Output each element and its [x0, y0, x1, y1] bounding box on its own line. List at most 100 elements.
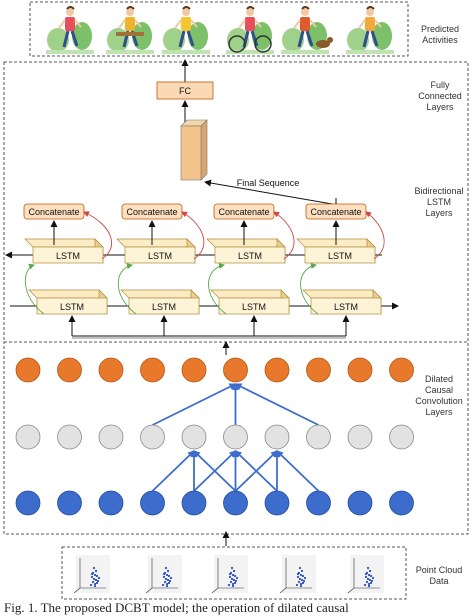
- output-node: [223, 357, 248, 383]
- lstm-label: LSTM: [56, 251, 80, 261]
- input-node: [389, 490, 414, 516]
- point-cloud-frame: [73, 555, 110, 594]
- hidden-node: [389, 424, 414, 450]
- input-node: [140, 490, 165, 516]
- input-node: [347, 490, 373, 516]
- hidden-node: [98, 424, 124, 450]
- input-node: [223, 490, 248, 516]
- input-node: [264, 490, 290, 516]
- figure-caption: Fig. 1. The proposed DCBT model; the ope…: [4, 600, 349, 615]
- hidden-node: [140, 424, 165, 450]
- conv-edge-layer2: [234, 383, 319, 426]
- feature-vector-block: [180, 119, 208, 181]
- lstm-label: LSTM: [60, 302, 84, 312]
- activities-box: [29, 1, 409, 57]
- lstm-forward-cell: LSTM: [302, 289, 382, 315]
- output-node: [347, 357, 373, 383]
- bidirectional-line-1: Bidirectional: [414, 186, 464, 196]
- activity-walking-dog-icon: [281, 6, 333, 54]
- concatenate-label: Concatenate: [310, 207, 361, 217]
- input-node: [15, 490, 41, 516]
- predicted-activities-line-2: Activities: [422, 35, 458, 45]
- point-cloud-frame: [347, 555, 384, 594]
- point-cloud-frame: [279, 555, 316, 594]
- output-node: [264, 357, 290, 383]
- hidden-node: [264, 424, 290, 450]
- point-cloud-thumbnails: [73, 555, 384, 594]
- conv-edge-layer2: [152, 383, 237, 426]
- hidden-node: [306, 424, 331, 450]
- concatenate-block: Concatenate: [305, 203, 367, 220]
- activity-jogging-icon: [346, 6, 394, 54]
- bidirectional-line-2: LSTM: [426, 197, 451, 207]
- input-node: [57, 490, 82, 516]
- activity-standing-phone-icon: [162, 6, 210, 54]
- forward-to-concat-arrow: [24, 263, 45, 315]
- backward-to-concat-arrow: [365, 211, 385, 260]
- dilated-conv-nodes: [15, 357, 414, 516]
- predicted-activities-label: Predicted Activities: [408, 24, 472, 46]
- output-node: [181, 357, 207, 383]
- input-node: [181, 490, 207, 516]
- lstm-forward-cell: LSTM: [28, 289, 108, 315]
- lstm-label: LSTM: [334, 302, 358, 312]
- point-cloud-line-1: Point Cloud: [415, 565, 463, 575]
- concatenate-label: Concatenate: [28, 207, 79, 217]
- fc-block: [156, 81, 214, 100]
- dilated-line-4: Layers: [425, 407, 453, 417]
- bilstm-section: LSTM LSTM LSTM LSTM LSTM LSTM LSTM LSTM Concaten…: [5, 198, 399, 339]
- backward-to-concat-arrow: [273, 211, 295, 260]
- lstm-forward-cell: LSTM: [210, 289, 290, 315]
- output-node: [15, 357, 41, 383]
- concatenate-block: Concatenate: [121, 203, 183, 220]
- activity-reading-on-bench-icon: [106, 6, 154, 54]
- output-node: [389, 357, 414, 383]
- backward-to-concat-arrow: [181, 211, 205, 260]
- forward-to-concat-arrow: [300, 263, 319, 315]
- lstm-backward-cell: LSTM: [116, 238, 196, 264]
- concatenate-block: Concatenate: [213, 203, 275, 220]
- forward-to-concat-arrow: [117, 263, 137, 315]
- output-node: [57, 357, 82, 383]
- lstm-label: LSTM: [148, 251, 172, 261]
- point-cloud-frame: [145, 555, 182, 594]
- point-cloud-label: Point Cloud Data: [408, 565, 470, 587]
- dilated-line-3: Convolution: [415, 396, 463, 406]
- conv-edge-layer1: [151, 450, 195, 492]
- final-sequence-arrow: [204, 179, 339, 206]
- lstm-label: LSTM: [328, 251, 352, 261]
- fc-label: FC: [179, 86, 191, 96]
- point-cloud-line-2: Data: [429, 576, 449, 586]
- concatenate-label: Concatenate: [218, 207, 269, 217]
- bidirectional-line-3: Layers: [425, 208, 453, 218]
- fully-connected-label: Fully Connected Layers: [412, 80, 468, 113]
- hidden-node: [15, 424, 41, 450]
- output-node: [140, 357, 165, 383]
- activity-illustrations: [46, 6, 394, 54]
- lstm-backward-cell: LSTM: [24, 238, 104, 264]
- dilated-conv-edges: [151, 383, 320, 492]
- backward-to-concat-arrow: [83, 211, 113, 260]
- dilated-line-1: Dilated: [424, 374, 453, 384]
- conv-edge-layer1: [234, 450, 278, 492]
- lstm-label: LSTM: [152, 302, 176, 312]
- hidden-node: [181, 424, 207, 450]
- output-node: [306, 357, 331, 383]
- hidden-node: [57, 424, 82, 450]
- fully-connected-line-2: Connected: [418, 91, 462, 101]
- input-node: [306, 490, 331, 516]
- concatenate-block: Concatenate: [23, 203, 85, 220]
- dilated-line-2: Causal: [424, 385, 453, 395]
- concatenate-label: Concatenate: [126, 207, 177, 217]
- predicted-activities-line-1: Predicted: [420, 24, 460, 34]
- pointcloud-box: [61, 546, 407, 600]
- lstm-forward-cell: LSTM: [120, 289, 200, 315]
- lstm-label: LSTM: [242, 302, 266, 312]
- hidden-node: [223, 424, 248, 450]
- conv-edge-layer1: [193, 450, 237, 492]
- forward-to-concat-arrow: [208, 263, 227, 315]
- dilated-label: Dilated Causal Convolution Layers: [410, 374, 468, 418]
- activity-running-icon: [46, 6, 94, 54]
- lstm-label: LSTM: [238, 251, 262, 261]
